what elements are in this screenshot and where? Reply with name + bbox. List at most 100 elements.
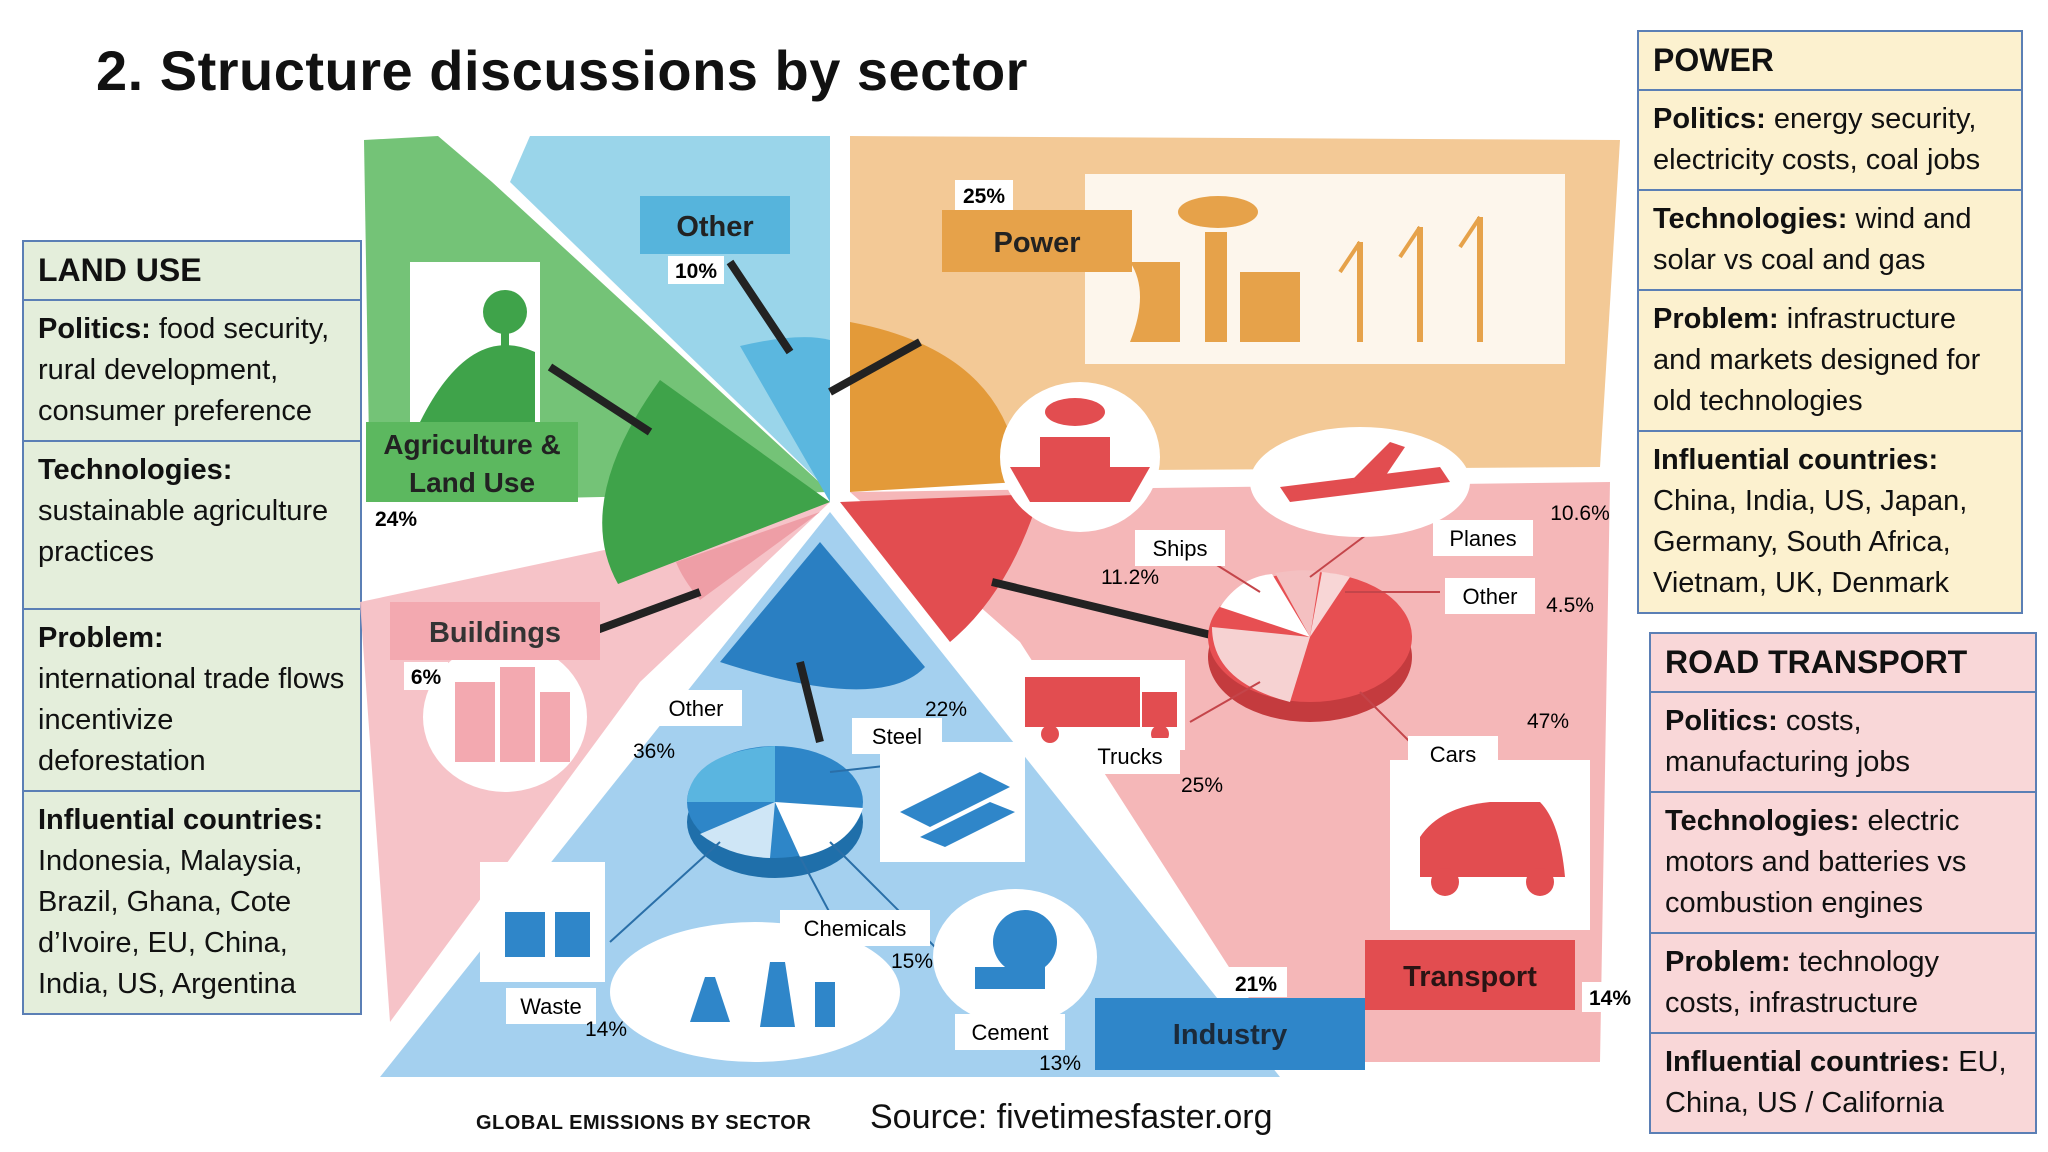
land-use-technologies-label: Technologies: [38,454,233,486]
label-cement-pct: 13% [1039,1052,1081,1075]
label-cement-name: Cement [971,1020,1048,1045]
road-transport-technologies-label: Technologies: [1665,805,1860,837]
connector-power [828,338,922,396]
label-buildings-name: Buildings [429,617,561,649]
label-trucks-name: Trucks [1097,744,1162,769]
transport-slice-other [1310,572,1350,637]
industry-sub-pie [687,746,863,878]
waste-icon [480,862,605,982]
land-use-problem: Problem: international trade flows incen… [24,610,360,792]
label-steel: Steel 22% [852,698,967,754]
label-ships-pct: 11.2% [1101,566,1159,589]
road-transport-politics: Politics: costs, manufacturing jobs [1651,693,2035,793]
plane-icon [1250,427,1470,537]
cement-mixer-icon [933,889,1097,1025]
land-use-problem-text: international trade flows incentivize de… [38,663,345,777]
road-transport-countries: Influential countries: EU, China, US / C… [1651,1034,2035,1132]
transport-slice-trucks [1212,627,1310,702]
land-use-technologies: Technologies: sustainable agriculture pr… [24,442,360,610]
transport-slice-ships [1220,574,1310,637]
label-power: 25% Power [942,180,1132,272]
land-use-panel: LAND USE Politics: food security, rural … [22,240,362,1015]
power-politics-text: energy security, electricity costs, coal… [1653,103,1981,176]
label-trucks-pct: 25% [1181,774,1223,797]
industry-slice-other [687,746,775,802]
pie-slice-power [850,322,1020,492]
label-agriculture-pct: 24% [375,508,417,531]
buildings-icon [423,642,587,792]
transport-sub-pie [1208,570,1412,722]
label-waste: Waste 14% [506,988,627,1041]
power-technologies-label: Technologies: [1653,203,1848,235]
label-other-name: Other [676,211,753,243]
land-use-politics: Politics: food security, rural developme… [24,301,360,442]
farm-icon [410,262,540,432]
power-problem-text: infrastructure and markets designed for … [1653,303,1981,417]
power-problem: Problem: infrastructure and markets desi… [1639,291,2021,432]
label-industry-other: Other 36% [633,690,742,763]
chemicals-icon [610,922,900,1062]
label-buildings-pct: 6% [411,666,442,689]
label-waste-name: Waste [520,994,582,1019]
label-planes-pct: 10.6% [1550,502,1610,525]
road-transport-politics-label: Politics: [1665,705,1778,737]
label-cars-pct: 47% [1527,710,1569,733]
land-use-politics-text: food security, rural development, consum… [38,313,330,427]
road-transport-countries-label: Influential countries: [1665,1046,1951,1078]
label-waste-pct: 14% [585,1018,627,1041]
pie-slice-other [740,337,830,502]
power-countries: Influential countries: China, India, US,… [1639,432,2021,612]
label-chemicals-pct: 15% [891,950,933,973]
label-industry-other-name: Other [668,696,723,721]
power-politics-label: Politics: [1653,103,1766,135]
label-industry-pct: 21% [1235,973,1277,996]
label-chemicals: Chemicals 15% [780,910,933,973]
source-credit: Source: fivetimesfaster.org [870,1098,1273,1136]
sub-connector-trucks [1189,681,1261,723]
connector-other [726,259,794,355]
label-cement: Cement 13% [955,1014,1081,1075]
label-transport-other-name: Other [1462,584,1517,609]
sub-connector-planes [1309,531,1371,578]
page-title: 2. Structure discussions by sector [96,39,1028,102]
land-use-problem-label: Problem: [38,622,164,654]
road-transport-politics-text: costs, manufacturing jobs [1665,705,1911,778]
label-chemicals-name: Chemicals [804,916,907,941]
power-plant-icon [1085,174,1565,364]
power-panel: POWER Politics: energy security, electri… [1637,30,2023,614]
label-transport: Transport 14% [1365,940,1638,1012]
label-cars: Cars 47% [1408,710,1569,772]
label-industry-name: Industry [1173,1019,1287,1051]
pie-slice-transport [840,494,1040,642]
sub-connector-waste [609,841,721,943]
label-transport-name: Transport [1403,961,1537,993]
road-transport-technologies: Technologies: electric motors and batter… [1651,793,2035,934]
diagram-footer-label: GLOBAL EMISSIONS BY SECTOR [476,1112,812,1134]
pie-slice-agriculture [602,380,830,584]
road-transport-problem: Problem: technology costs, infrastructur… [1651,934,2035,1034]
power-problem-label: Problem: [1653,303,1779,335]
road-transport-countries-text: EU, China, US / California [1665,1046,2007,1119]
label-buildings: Buildings 6% [390,602,600,690]
land-use-heading: LAND USE [24,242,360,301]
main-sector-pie [602,322,1040,690]
label-ships-name: Ships [1152,536,1207,561]
sub-connector-cars [1359,691,1411,743]
label-transport-pct: 14% [1589,987,1631,1010]
truck-icon [1015,660,1185,750]
label-steel-pct: 22% [925,698,967,721]
transport-slice-planes [1275,570,1320,637]
road-transport-technologies-text: electric motors and batteries vs combust… [1665,805,1967,919]
label-agriculture-line1: Agriculture & [383,429,560,460]
label-steel-name: Steel [872,724,922,749]
ship-icon [1000,382,1160,532]
label-power-pct: 25% [963,185,1005,208]
pie-slice-industry [720,542,925,690]
road-transport-panel: ROAD TRANSPORT Politics: costs, manufact… [1649,632,2037,1134]
land-use-countries-text: Indonesia, Malaysia, Brazil, Ghana, Cote… [38,845,303,1000]
emissions-sector-diagram: Agriculture & Land Use 24% Other 10% 25%… [360,136,1638,1077]
label-ships: Ships 11.2% [1101,530,1225,589]
car-icon [1390,760,1590,930]
label-transport-other-pct: 4.5% [1546,594,1594,617]
label-trucks: Trucks 25% [1080,738,1223,797]
